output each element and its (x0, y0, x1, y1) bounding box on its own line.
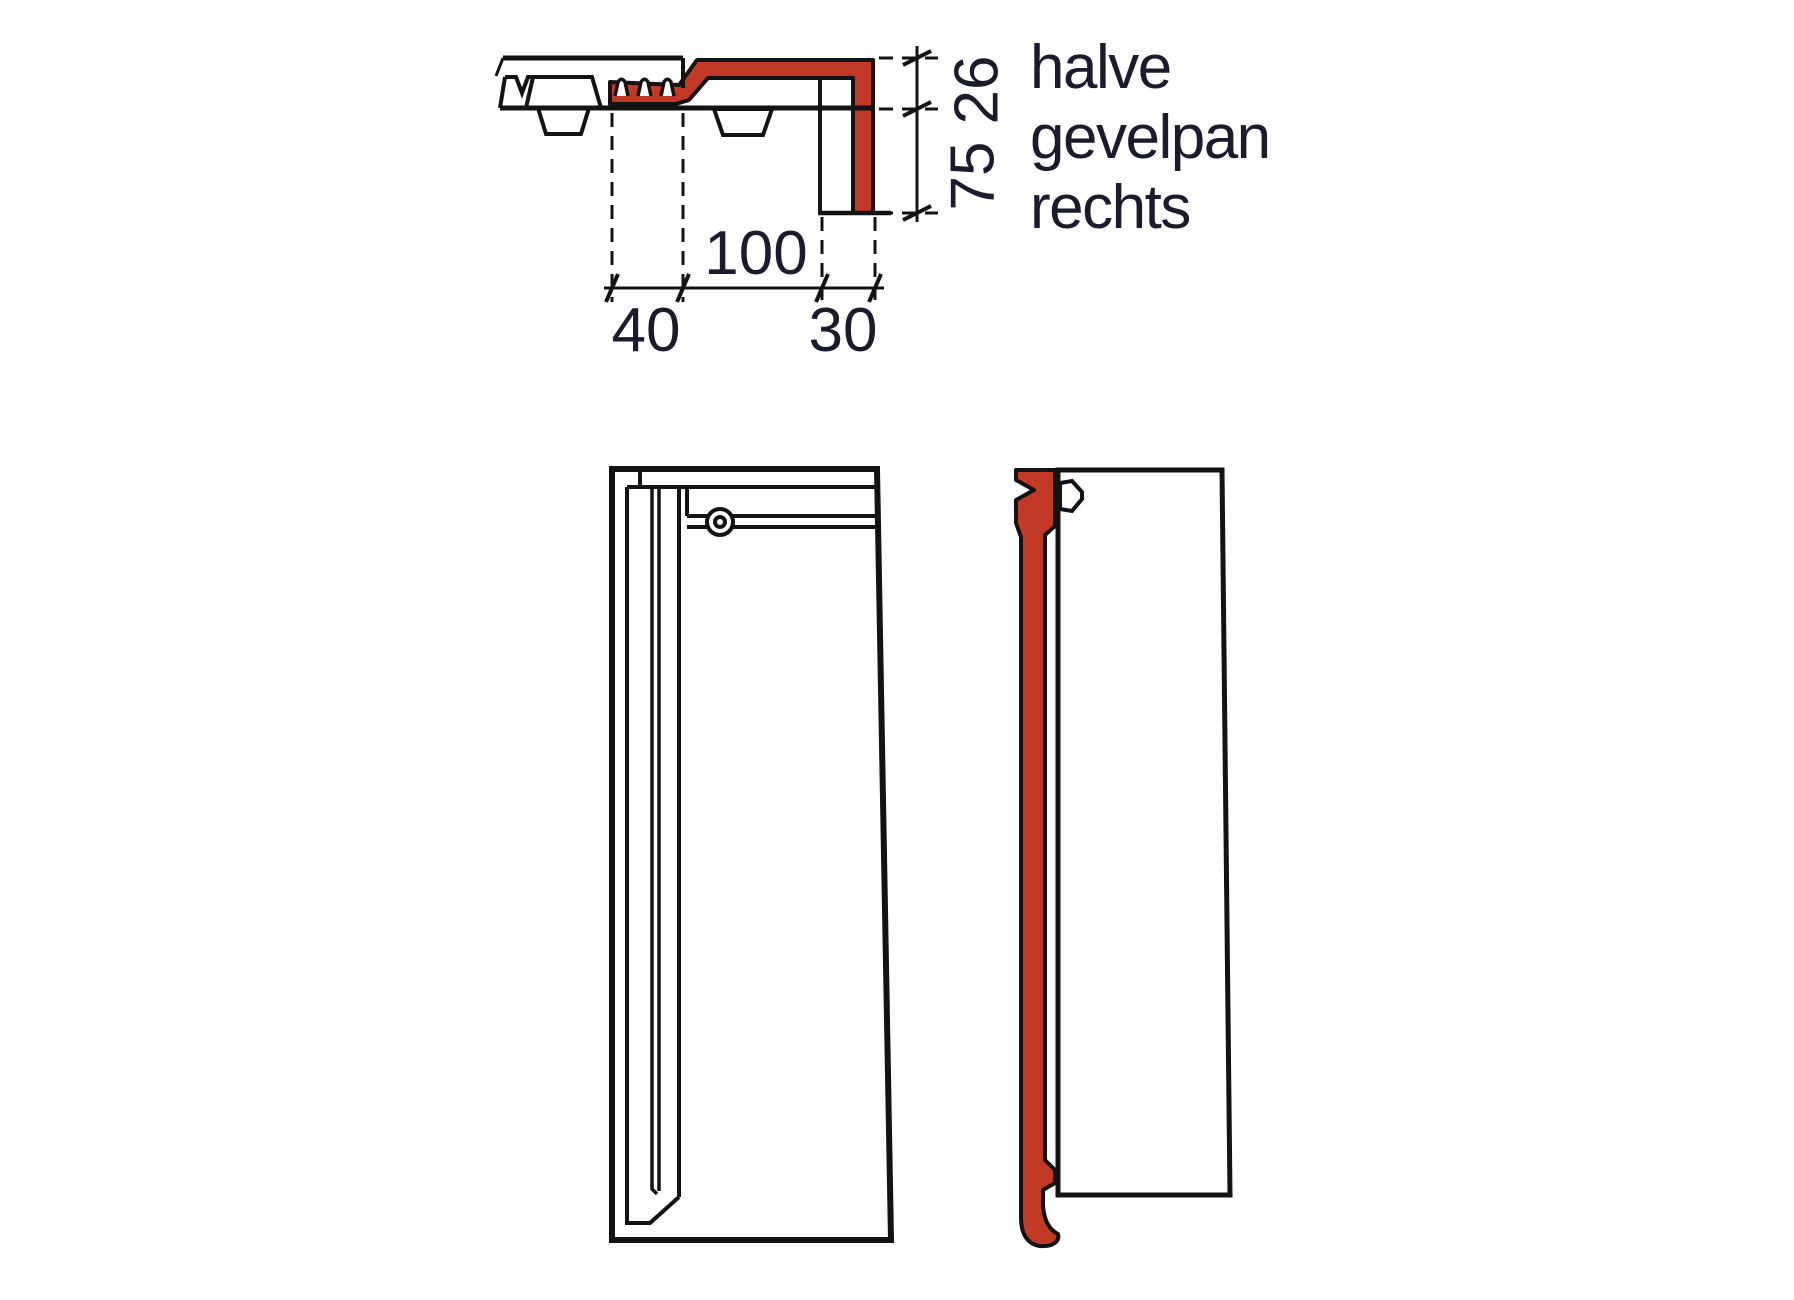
interlock-notch-1 (613, 77, 630, 97)
front-view (609, 466, 895, 1243)
channel-rib-left (650, 489, 659, 1196)
side-channel-left-line (625, 487, 681, 1225)
section-view (494, 55, 891, 216)
side-view (1014, 467, 1233, 1249)
left-tile-profile (505, 75, 603, 109)
dim-label-interlock-width: 40 (612, 296, 681, 365)
dim-label-top-thickness: 26 (943, 56, 1012, 125)
front-outline (609, 466, 895, 1243)
left-tile-cut-mark (494, 57, 505, 77)
left-tile-lug (535, 106, 592, 136)
dim-label-cover-width: 100 (704, 219, 807, 288)
dim-label-flange-height: 75 (939, 142, 1008, 211)
title-line-2: gevelpan (1030, 103, 1270, 172)
extension-lines-horizontal (879, 56, 938, 215)
left-tile-rib-edge (524, 76, 535, 109)
tile-lug (711, 107, 775, 137)
left-tile-left-edge (498, 76, 507, 109)
title-line-3: rechts (1030, 173, 1190, 242)
tick-marks-vertical-dim (902, 49, 932, 222)
dim-label-edge-width: 30 (809, 296, 878, 365)
title-block: halve gevelpan rechts (1030, 33, 1271, 242)
interlock-notch-2 (636, 77, 653, 97)
side-body-outline (1055, 467, 1233, 1198)
title-line-1: halve (1030, 33, 1171, 102)
red-section-profile (608, 58, 875, 215)
nail-hole-center (713, 515, 727, 529)
dimension-annotations: 100 40 30 26 75 (604, 46, 1012, 365)
interlock-notch-3 (659, 77, 676, 97)
side-clip-lug (1058, 478, 1084, 514)
tick-marks-horizontal-dim (604, 273, 883, 303)
extension-lines-vertical (610, 113, 877, 302)
side-red-flange (1014, 468, 1061, 1249)
